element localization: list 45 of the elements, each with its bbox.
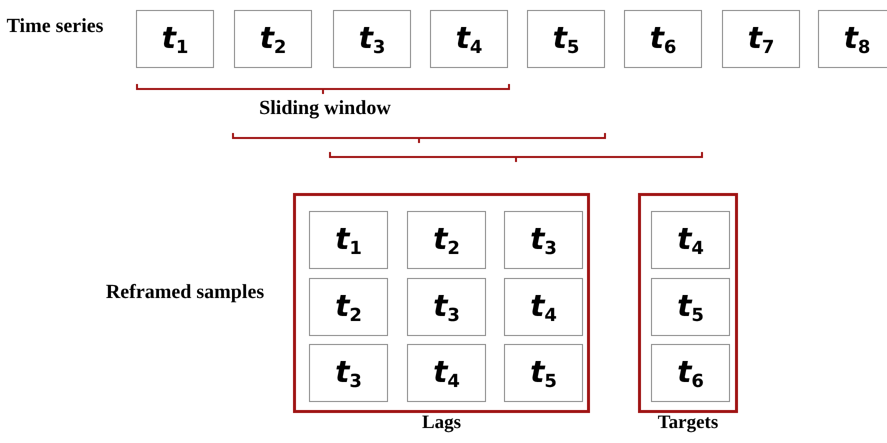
value-box — [333, 10, 411, 68]
time-step-label: t$_{3}$ — [358, 24, 386, 54]
time-step-label: t$_{4}$ — [677, 225, 704, 255]
value-box — [651, 211, 730, 269]
value-box — [309, 344, 388, 402]
time-step-label: t$_{6}$ — [677, 358, 704, 388]
value-box — [651, 344, 730, 402]
value-box — [407, 211, 486, 269]
time-step-label: t$_{5}$ — [677, 292, 704, 322]
text-label: Reframed samples — [104, 280, 266, 304]
value-box — [504, 344, 583, 402]
time-step-label: t$_{1}$ — [335, 225, 362, 255]
value-box — [504, 278, 583, 336]
value-box — [624, 10, 702, 68]
value-box — [407, 344, 486, 402]
text-label: Time series — [6, 14, 104, 38]
value-box — [309, 211, 388, 269]
time-step-label: t$_{5}$ — [530, 358, 557, 388]
value-box — [407, 278, 486, 336]
value-box — [309, 278, 388, 336]
value-box — [818, 10, 887, 68]
time-step-label: t$_{4}$ — [530, 292, 557, 322]
text-label: Sliding window — [258, 96, 392, 120]
value-box — [504, 211, 583, 269]
time-step-label: t$_{4}$ — [456, 24, 482, 54]
time-step-label: t$_{6}$ — [650, 24, 676, 54]
value-box — [651, 278, 730, 336]
group-label: Targets — [658, 413, 718, 432]
time-step-label: t$_{3}$ — [530, 225, 557, 255]
value-box — [430, 10, 508, 68]
time-step-label: t$_{5}$ — [552, 24, 580, 54]
value-box — [527, 10, 605, 68]
time-step-label: t$_{7}$ — [748, 24, 774, 54]
time-step-label: t$_{2}$ — [260, 24, 286, 54]
time-step-label: t$_{1}$ — [162, 24, 188, 54]
value-box — [234, 10, 312, 68]
value-box — [136, 10, 214, 68]
time-step-label: t$_{2}$ — [335, 292, 362, 322]
group-label: Lags — [422, 413, 462, 432]
time-step-label: t$_{3}$ — [335, 358, 362, 388]
time-step-label: t$_{2}$ — [433, 225, 460, 255]
time-step-label: t$_{3}$ — [433, 292, 460, 322]
time-step-label: t$_{8}$ — [844, 24, 870, 54]
time-step-label: t$_{4}$ — [433, 358, 460, 388]
value-box — [722, 10, 800, 68]
